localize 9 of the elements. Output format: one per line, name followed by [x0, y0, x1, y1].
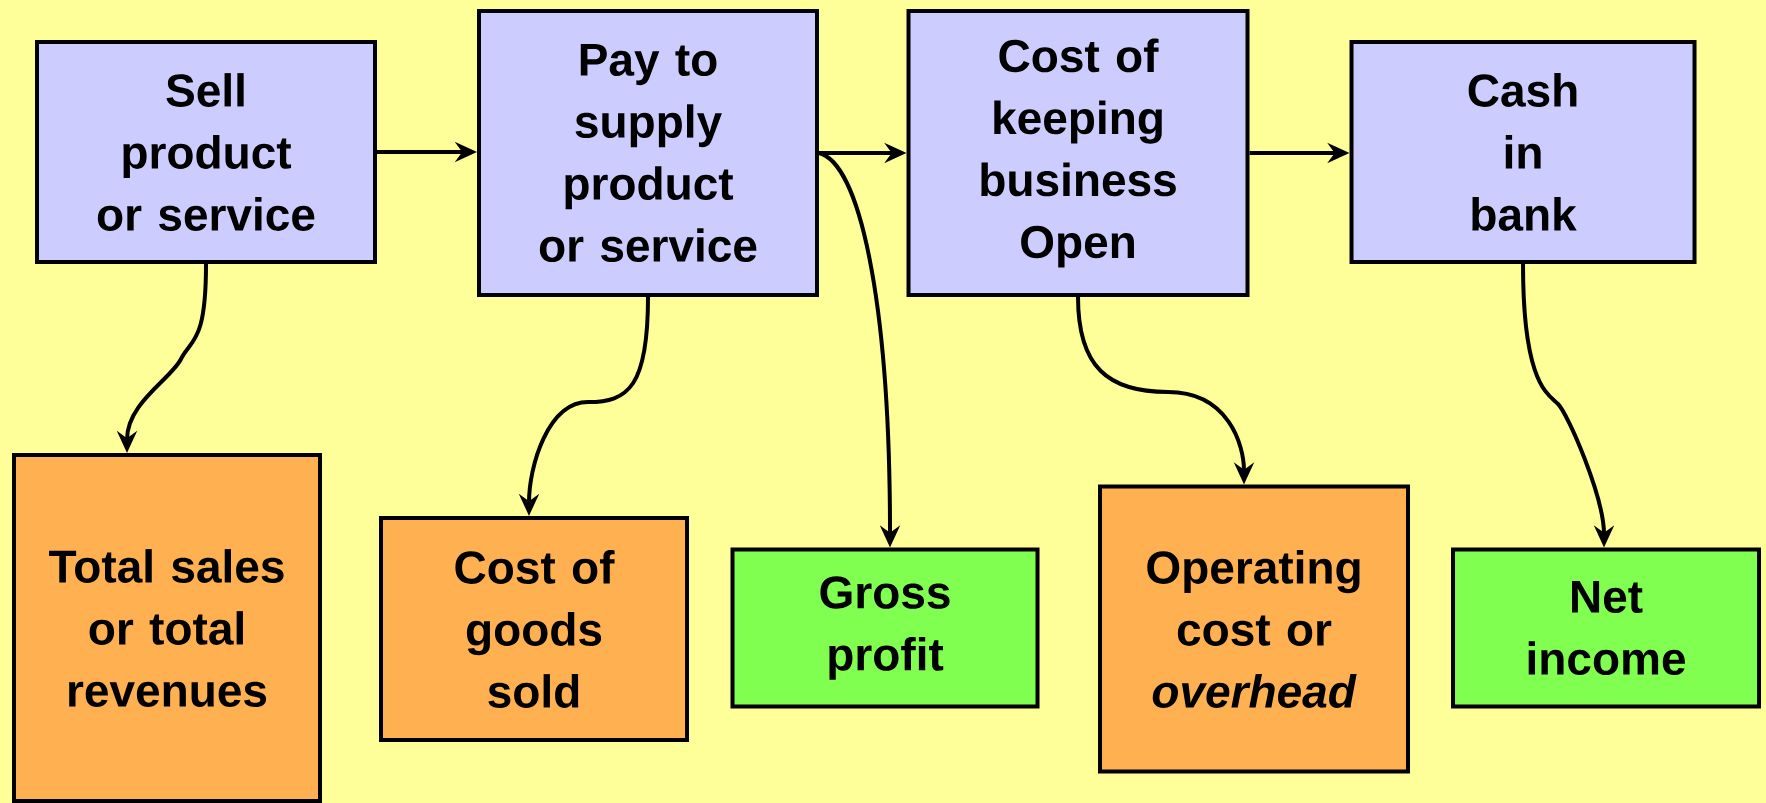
result-box: Total sales or total revenues: [12, 453, 322, 803]
result-box: Net income: [1451, 547, 1761, 709]
result-box: Operating cost or overhead: [1098, 484, 1410, 774]
process-box: Sell product or service: [35, 40, 377, 264]
process-box: Pay to supply product or service: [477, 9, 819, 297]
result-box: Cost of goods sold: [379, 516, 689, 742]
process-box: Cash in bank: [1349, 40, 1697, 264]
process-box: Cost of keeping business Open: [906, 9, 1250, 297]
result-box: Gross profit: [730, 547, 1040, 709]
